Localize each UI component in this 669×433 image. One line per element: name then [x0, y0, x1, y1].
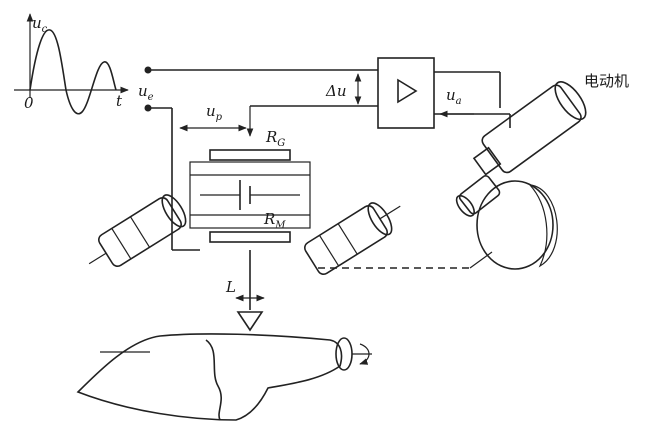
uc-label: uc	[32, 14, 48, 35]
amplifier-box	[377, 57, 435, 129]
L-label: L	[225, 278, 236, 296]
rg-label: RG	[265, 128, 285, 149]
up-label: up	[206, 102, 223, 123]
large-gear	[476, 180, 554, 270]
t-axis-label: t	[116, 92, 123, 110]
origin-label: 0	[24, 94, 34, 112]
left-roller	[88, 194, 187, 267]
small-gear	[455, 175, 501, 217]
motor	[455, 81, 587, 270]
rm-label: RM	[263, 210, 286, 231]
right-roller	[304, 202, 401, 275]
rm-resistor	[209, 231, 291, 243]
ua-label: ua	[446, 86, 462, 107]
rg-resistor	[209, 149, 291, 161]
motor-label: 电动机	[584, 72, 629, 90]
ue-label: ue	[138, 82, 154, 103]
stylus-tip	[236, 311, 264, 332]
amplifier-symbol	[397, 78, 418, 104]
sine-waveform	[29, 29, 117, 115]
input-waveform-graph	[14, 13, 129, 115]
workpiece-template	[76, 333, 372, 421]
delta-u-label: Δu	[325, 82, 347, 100]
potentiometer-bridge	[189, 149, 311, 243]
gear-shading	[528, 184, 558, 268]
